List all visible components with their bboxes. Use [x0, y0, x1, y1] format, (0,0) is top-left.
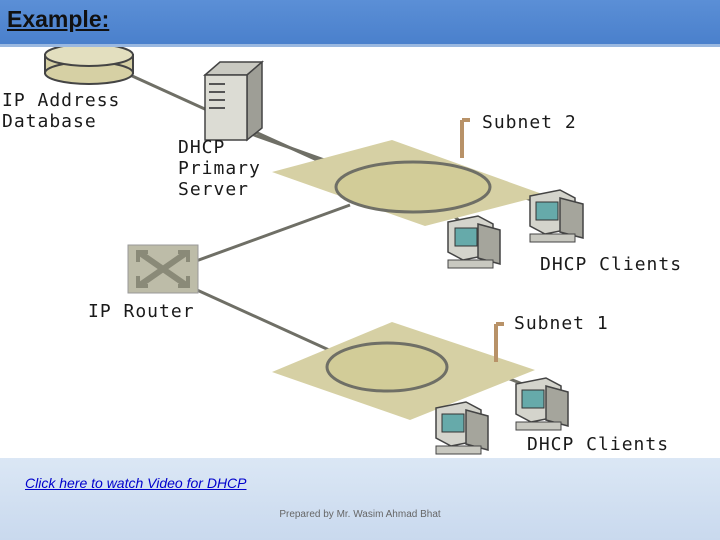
client-computer-icon — [435, 401, 489, 455]
subnet-1-label: Subnet 1 — [514, 313, 609, 334]
client-computer-icon — [529, 189, 584, 243]
author-credit: Prepared by Mr. Wasim Ahmad Bhat — [279, 509, 441, 520]
subnet-2-label: Subnet 2 — [482, 112, 577, 133]
subnet-2-ring — [334, 160, 492, 214]
database-label-line1: IP Address — [2, 90, 120, 111]
dhcp-network-diagram: IP Address Database DHCP Primary Server … — [2, 47, 682, 455]
router-icon — [127, 244, 199, 294]
database-icon — [44, 47, 134, 85]
clients-bottom-label: DHCP Clients — [527, 434, 669, 455]
server-label-line1: DHCP — [178, 137, 225, 158]
router-label: IP Router — [88, 301, 195, 322]
database-label-line2: Database — [2, 111, 97, 132]
subnet-1-segment — [272, 322, 535, 420]
server-icon — [202, 60, 265, 142]
header-divider — [0, 44, 720, 47]
slide-title: Example: — [7, 6, 110, 32]
client-computer-icon — [447, 215, 501, 269]
client-computer-icon — [515, 377, 569, 431]
header-bar: Example: — [0, 0, 720, 44]
subnet-1-ring — [325, 341, 449, 393]
clients-top-label: DHCP Clients — [540, 254, 682, 275]
link-server-to-subnet2 — [239, 128, 331, 164]
server-label-line3: Server — [178, 179, 249, 200]
video-link[interactable]: Click here to watch Video for DHCP — [25, 475, 247, 491]
footer-panel: Click here to watch Video for DHCP Prepa… — [0, 458, 720, 540]
link-router-to-subnet1 — [174, 278, 341, 357]
server-label-line2: Primary — [178, 158, 261, 179]
subnet-2-segment — [272, 118, 545, 226]
